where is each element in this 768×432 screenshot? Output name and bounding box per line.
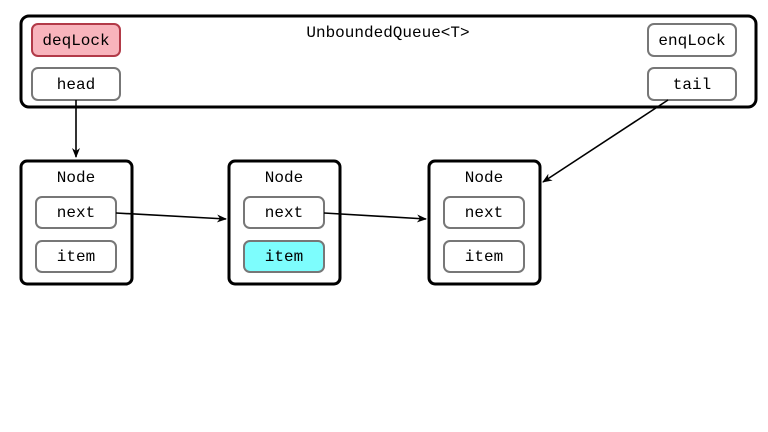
- node-1-item-label: item: [57, 248, 95, 266]
- tail-box: [647, 67, 737, 101]
- node-1: Node next item: [19, 159, 134, 286]
- node-1-next-box: [35, 196, 117, 229]
- queue-box: [19, 14, 758, 109]
- tail-field: tail: [647, 67, 737, 101]
- enq-lock-label: enqLock: [658, 32, 725, 50]
- node-1-to-node-2-arrow: [115, 212, 227, 223]
- deq-lock-box: [31, 23, 121, 57]
- deq-lock-label: deqLock: [42, 32, 109, 50]
- node-3-title: Node: [465, 169, 503, 187]
- queue-title: UnboundedQueue<T>: [306, 24, 469, 42]
- node-2-item-label: item: [265, 248, 303, 266]
- node-2-item-box: [243, 240, 325, 273]
- node-1-item-box: [35, 240, 117, 273]
- node-1-title: Node: [57, 169, 95, 187]
- node-3-next-box: [443, 196, 525, 229]
- node-3-item-box: [443, 240, 525, 273]
- node-2-next-box: [243, 196, 325, 229]
- queue-object: UnboundedQueue<T> deqLock head enqLock t…: [19, 14, 758, 109]
- enq-lock-box: [647, 23, 737, 57]
- head-label: head: [57, 76, 95, 94]
- node-3-item-label: item: [465, 248, 503, 266]
- node-2-next-label: next: [265, 204, 303, 222]
- node-3: Node next item: [427, 159, 542, 286]
- node-1-next-label: next: [57, 204, 95, 222]
- node-2-to-node-3-arrow: [323, 212, 427, 223]
- head-field: head: [31, 67, 121, 101]
- node-2: Node next item: [227, 159, 342, 286]
- node-2-title: Node: [265, 169, 303, 187]
- tail-label: tail: [673, 76, 711, 94]
- deq-lock-field: deqLock: [31, 23, 121, 57]
- enq-lock-field: enqLock: [647, 23, 737, 57]
- tail-to-node-3-arrow: [542, 99, 669, 183]
- node-3-next-label: next: [465, 204, 503, 222]
